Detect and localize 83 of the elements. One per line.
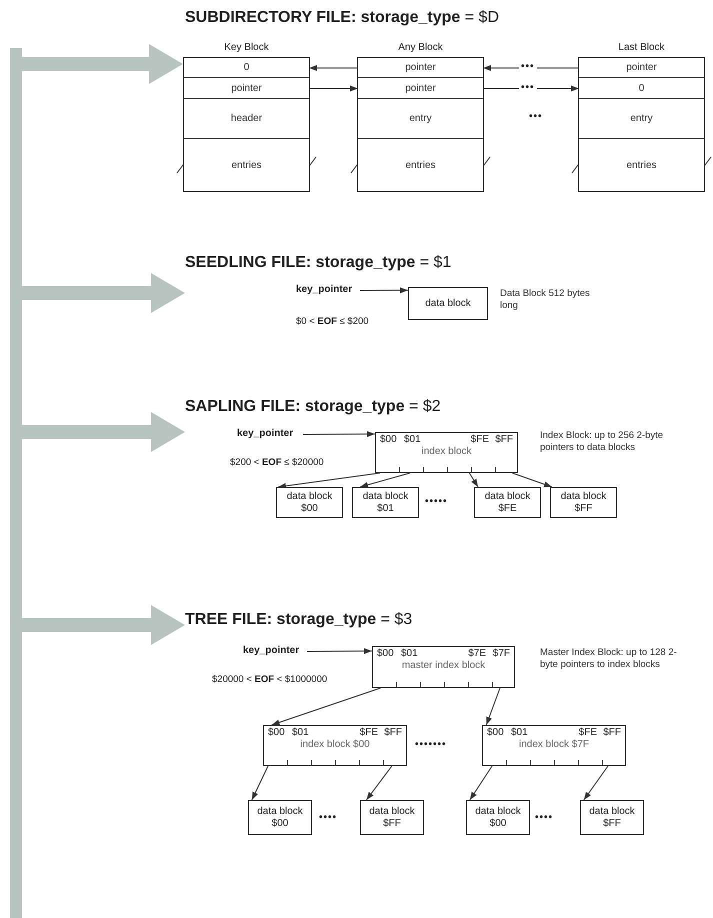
- arrow: [308, 86, 358, 92]
- slot-label: $01: [511, 727, 528, 738]
- index-block: [263, 725, 407, 766]
- slot-label: $FF: [603, 727, 621, 738]
- slot-label: $00: [377, 648, 394, 659]
- data-block: data block $FF: [580, 800, 644, 835]
- block-field: entries: [579, 139, 704, 191]
- slot-label: $7F: [492, 648, 510, 659]
- arrow: [278, 472, 380, 489]
- block-field: entries: [358, 139, 483, 191]
- block-note: Data Block 512 bytes long: [500, 288, 590, 312]
- block-field: pointer: [184, 78, 309, 99]
- data-block: data block $FE: [474, 487, 541, 518]
- branch-arrow: [22, 273, 185, 313]
- block-heading: Key Block: [223, 42, 270, 53]
- block-note: Master Index Block: up to 128 2-byte pointers to index blocks: [540, 647, 678, 671]
- block-heading: Any Block: [397, 42, 444, 53]
- index-block: [482, 725, 626, 766]
- data-block: data block $00: [466, 800, 530, 835]
- slot-label: $00: [487, 727, 504, 738]
- slot-label: $01: [401, 648, 418, 659]
- data-block: data block $00: [276, 487, 343, 518]
- pointer-label: key_pointer: [296, 284, 360, 297]
- pointer-label: key_pointer: [237, 428, 303, 441]
- block-field: pointer: [358, 58, 483, 78]
- index-block: [372, 646, 515, 688]
- slot-label: $FF: [495, 434, 513, 445]
- arrow: [360, 472, 411, 488]
- arrow: [302, 431, 376, 438]
- block-field: header: [184, 99, 309, 139]
- branch-arrow: [22, 605, 185, 645]
- slot-label: $FF: [384, 727, 402, 738]
- slot-label: $7E: [468, 648, 486, 659]
- arrow: [486, 688, 500, 726]
- arrow: [482, 65, 580, 71]
- block-field: 0: [184, 58, 309, 78]
- block-field: pointer: [579, 58, 704, 78]
- range-note: $20000 < EOF < $1000000: [212, 674, 328, 685]
- slot-label: $00: [380, 434, 397, 445]
- slot-label: $FE: [578, 727, 597, 738]
- section-heading: SEEDLING FILE: storage_type = $1: [185, 254, 452, 272]
- arrow: [306, 648, 372, 654]
- data-block: data block $01: [352, 487, 419, 518]
- block-field: pointer: [358, 78, 483, 99]
- arrow: [583, 766, 608, 800]
- block-field: entry: [358, 99, 483, 139]
- block-field: 0: [579, 78, 704, 99]
- slot-label: $01: [292, 727, 309, 738]
- block-caption: master index block: [400, 660, 486, 671]
- arrow: [468, 472, 479, 488]
- arrow: [271, 688, 382, 726]
- block-heading: Last Block: [617, 42, 666, 53]
- trunk-bar: [10, 48, 22, 918]
- data-block: data block $FF: [360, 800, 424, 835]
- arrow: [469, 766, 493, 800]
- section-heading: TREE FILE: storage_type = $3: [185, 611, 412, 629]
- branch-arrow: [22, 412, 185, 452]
- data-block: data block $00: [248, 800, 312, 835]
- block-field: entry: [579, 99, 704, 139]
- block-caption: index block: [420, 446, 473, 457]
- slot-label: $01: [404, 434, 421, 445]
- range-note: $200 < EOF ≤ $20000: [230, 457, 324, 468]
- block-field: entries: [184, 139, 309, 191]
- range-note: $0 < EOF ≤ $200: [296, 316, 369, 327]
- block-caption: index block $7F: [518, 739, 590, 750]
- arrow: [251, 766, 269, 800]
- data-block: data block $FF: [550, 487, 617, 518]
- arrow: [512, 472, 552, 488]
- slot-label: $FE: [470, 434, 489, 445]
- arrow: [360, 287, 408, 294]
- slot-label: $FE: [360, 727, 378, 738]
- arrow: [308, 65, 358, 71]
- index-block: [375, 432, 518, 473]
- section-heading: SAPLING FILE: storage_type = $2: [185, 398, 441, 416]
- section-heading: SUBDIRECTORY FILE: storage_type = $D: [185, 9, 499, 27]
- pointer-label: key_pointer: [243, 645, 307, 658]
- arrow: [366, 766, 392, 800]
- slot-label: $00: [268, 727, 285, 738]
- block-caption: index block $00: [299, 739, 371, 750]
- data-block: data block: [408, 287, 488, 320]
- arrow: [482, 86, 580, 92]
- branch-arrow: [22, 44, 183, 84]
- block-note: Index Block: up to 256 2-byte pointers to data blocks: [540, 430, 664, 454]
